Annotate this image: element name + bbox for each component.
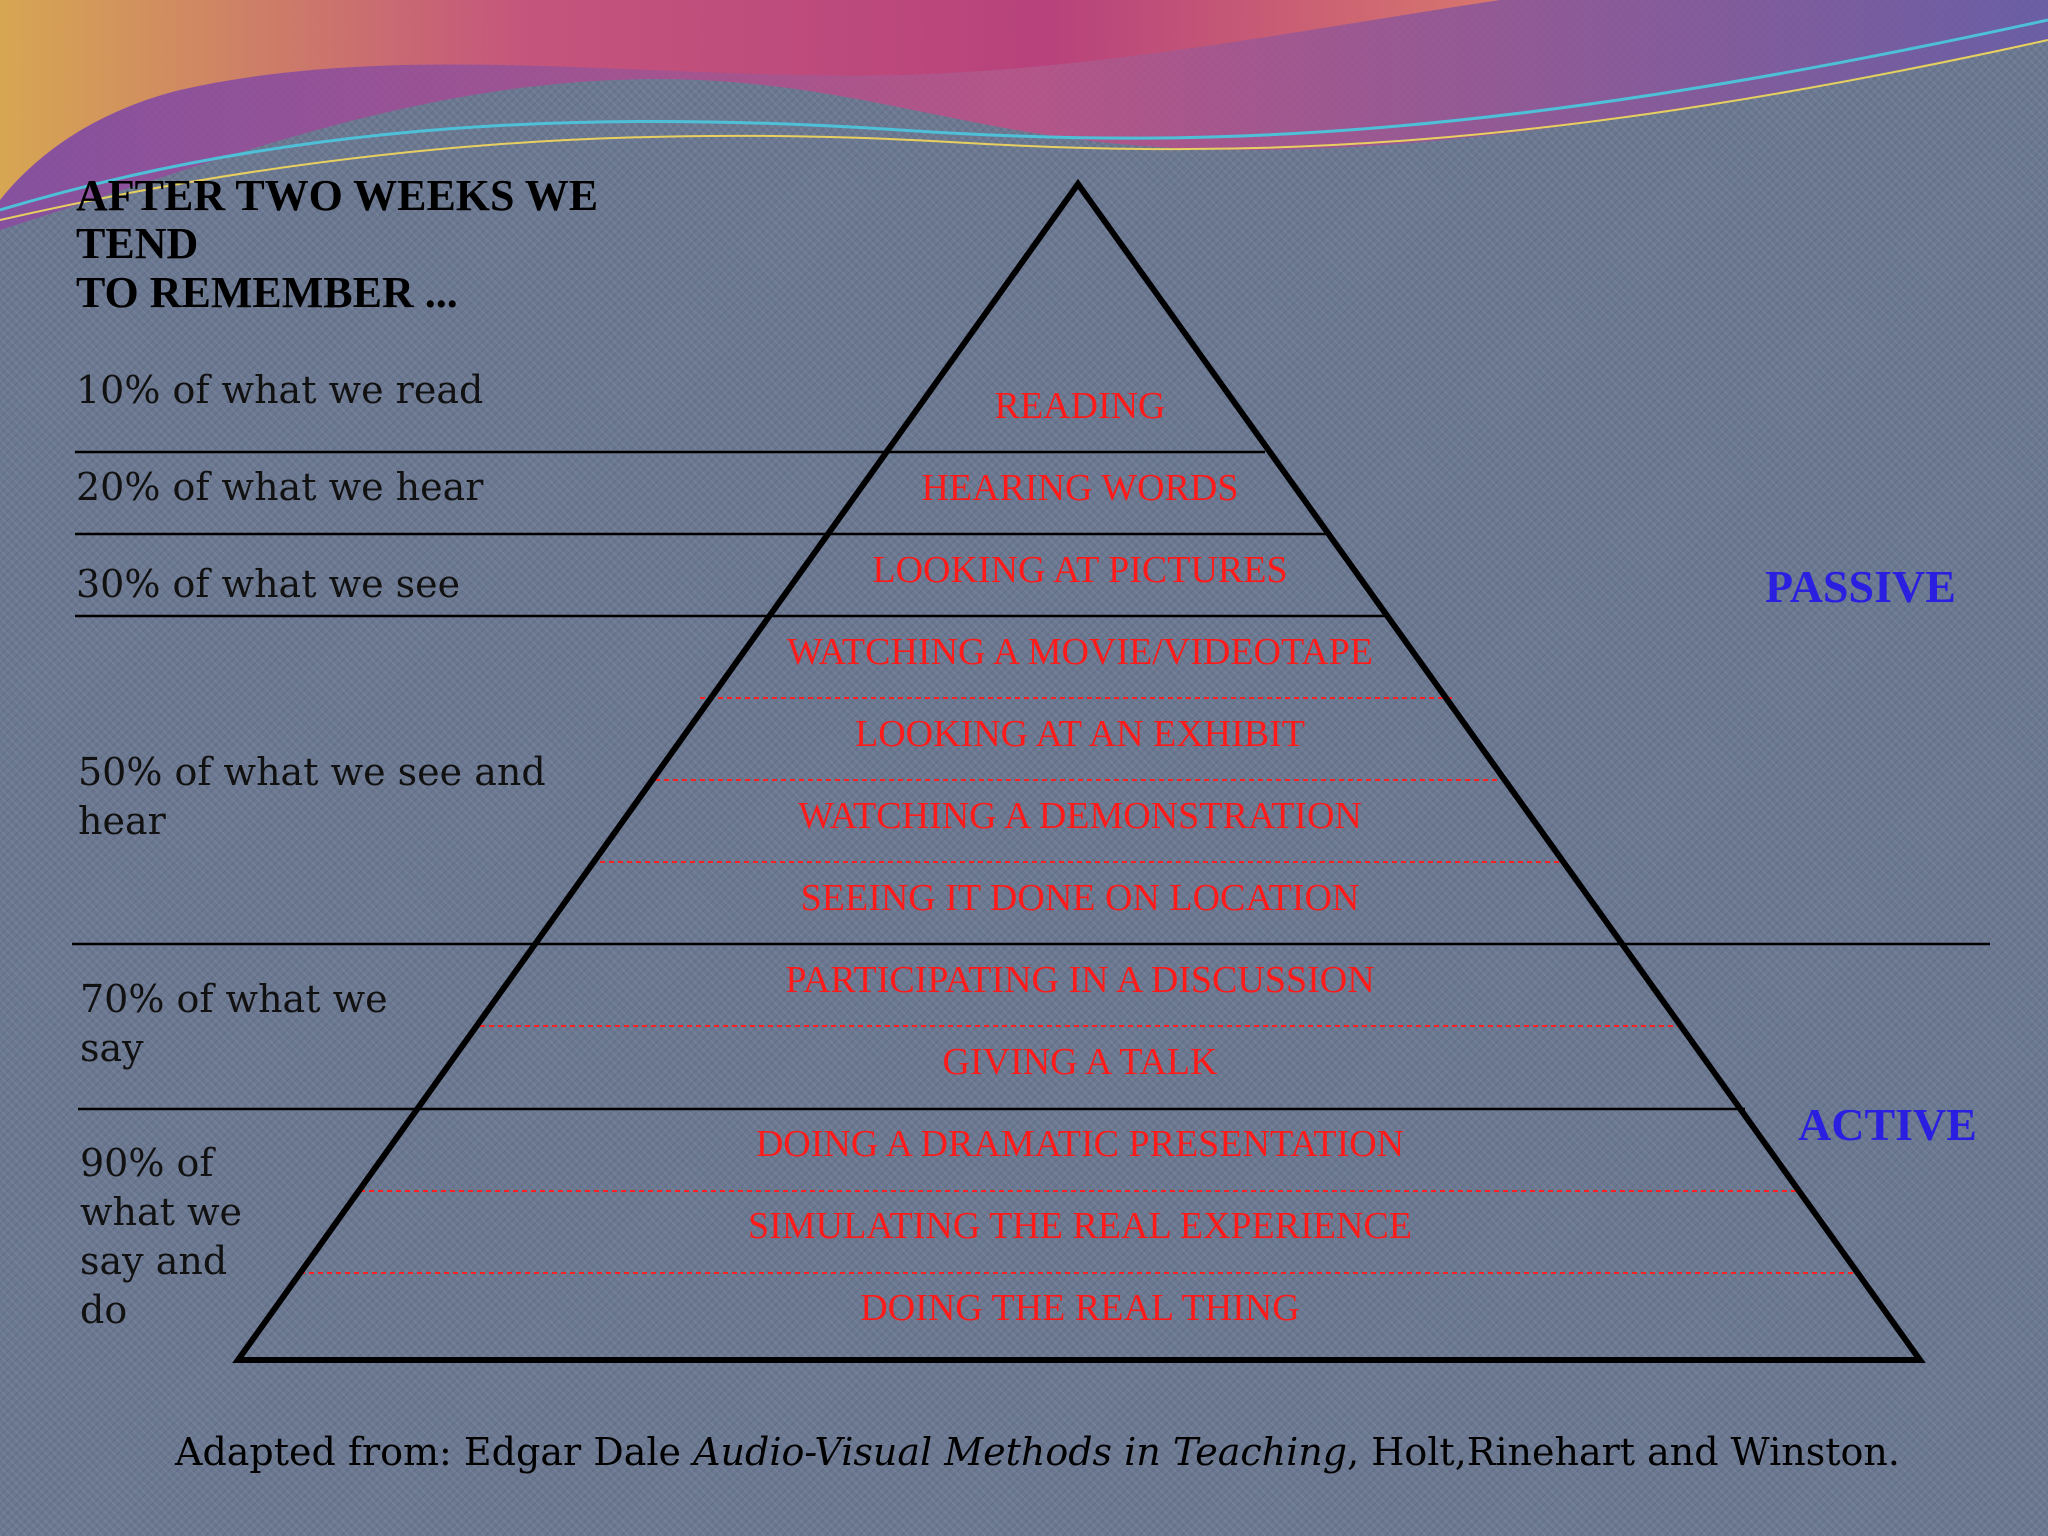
retention-label-20: 20% of what we hear [76, 465, 484, 509]
level-giving-talk: GIVING A TALK [943, 1041, 1218, 1083]
active-label: ACTIVE [1798, 1099, 1977, 1150]
level-participating-discussion: PARTICIPATING IN A DISCUSSION [785, 959, 1374, 1001]
retention-label-10: 10% of what we read [76, 368, 483, 412]
retention-label-70: 70% of what we [80, 977, 388, 1021]
credit-prefix: Adapted from: Edgar Dale [174, 1430, 693, 1474]
retention-label-70-cont: say [80, 1026, 144, 1070]
pyramid-outline [232, 178, 1926, 1363]
level-seeing-on-location: SEEING IT DONE ON LOCATION [801, 877, 1360, 919]
retention-label-90: 90% of [80, 1141, 216, 1185]
heading: AFTER TWO WEEKS WE TEND TO REMEMBER ... [76, 171, 598, 317]
retention-label-30: 30% of what we see [76, 562, 460, 606]
heading-line-2: TEND [76, 219, 198, 268]
group-separators [72, 450, 1990, 1111]
credit-suffix: , Holt,Rinehart and Winston. [1347, 1430, 1900, 1474]
passive-label: PASSIVE [1765, 561, 1956, 612]
retention-label-50: 50% of what we see and [78, 750, 546, 794]
retention-label-90-cont-3: do [80, 1288, 127, 1332]
level-watching-movie: WATCHING A MOVIE/VIDEOTAPE [787, 631, 1373, 673]
credit-book-title: Audio-Visual Methods in Teaching [690, 1430, 1347, 1474]
level-looking-at-pictures: LOOKING AT PICTURES [872, 549, 1287, 591]
heading-line-3: TO REMEMBER ... [76, 268, 458, 317]
level-watching-demonstration: WATCHING A DEMONSTRATION [798, 795, 1362, 837]
retention-list: 10% of what we read 20% of what we hear … [76, 368, 546, 1332]
decorative-wave [0, 0, 2048, 230]
heading-line-1: AFTER TWO WEEKS WE [76, 171, 598, 220]
pyramid-levels: READING HEARING WORDS LOOKING AT PICTURE… [748, 385, 1412, 1329]
source-credit: Adapted from: Edgar Dale Audio-Visual Me… [174, 1430, 1900, 1474]
level-doing-real-thing: DOING THE REAL THING [860, 1287, 1299, 1329]
level-simulating-experience: SIMULATING THE REAL EXPERIENCE [748, 1205, 1412, 1247]
retention-label-50-cont: hear [78, 799, 167, 843]
retention-label-90-cont-1: what we [80, 1190, 242, 1234]
retention-label-90-cont-2: say and [80, 1239, 227, 1283]
level-hearing-words: HEARING WORDS [921, 467, 1238, 509]
level-dramatic-presentation: DOING A DRAMATIC PRESENTATION [756, 1123, 1404, 1165]
level-looking-at-exhibit: LOOKING AT AN EXHIBIT [855, 713, 1305, 755]
level-dividers [300, 697, 1860, 1274]
level-reading: READING [995, 385, 1166, 427]
